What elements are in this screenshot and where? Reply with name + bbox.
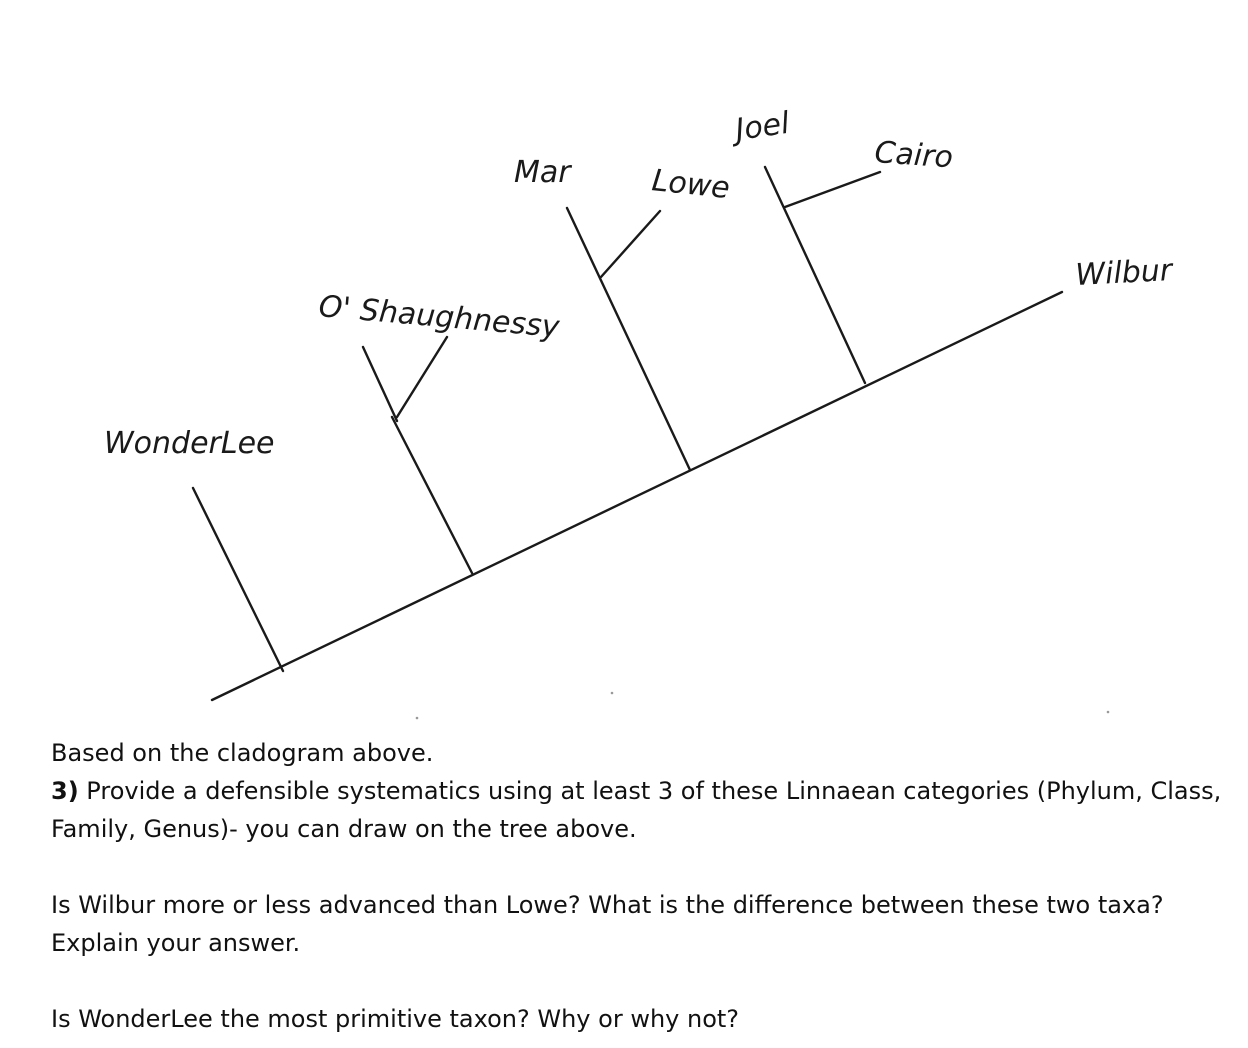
question-wonderlee: Is WonderLee the most primitive taxon? W… (51, 1005, 740, 1033)
stray-dot (415, 716, 419, 720)
taxon-label-cairo: Cairo (873, 135, 954, 175)
intro-text: Based on the cladogram above. (51, 739, 434, 767)
taxon-label-mar: Mar (514, 155, 572, 190)
taxon-label-joel: Joel (728, 106, 792, 149)
cladogram-trunk (210, 290, 1064, 702)
spacer (51, 962, 1241, 1000)
branch-mar-clade-stem (390, 415, 474, 575)
taxon-label-oshaughnessy: O' Shaughnessy (317, 289, 562, 345)
cladogram: WonderLee O' Shaughnessy Mar Lowe Joel C… (104, 106, 1175, 720)
taxon-label-lowe: Lowe (650, 163, 731, 206)
question-3-number: 3) (51, 777, 79, 805)
taxon-label-wonderlee: WonderLee (104, 426, 275, 461)
branch-oshaughnessy (395, 335, 449, 419)
branch-mar (565, 206, 692, 472)
branch-joel (763, 165, 867, 385)
stray-dot (610, 691, 614, 695)
taxon-label-wilbur: Wilbur (1075, 253, 1175, 293)
question-3: 3) Provide a defensible systematics usin… (51, 772, 1241, 848)
branch-wonderlee (191, 486, 285, 673)
question-wilbur-line2: Explain your answer. (51, 929, 301, 957)
question-block: Based on the cladogram above. 3) Provide… (51, 734, 1241, 1038)
branch-cairo (783, 170, 882, 209)
question-wilbur-line1: Is Wilbur more or less advanced than Low… (51, 891, 1164, 919)
branch-lowe (599, 209, 662, 279)
question-3-body: Provide a defensible systematics using a… (51, 777, 1222, 843)
stray-dot (1106, 710, 1110, 714)
branch-mar-clade-left (361, 345, 399, 423)
spacer (51, 848, 1241, 886)
